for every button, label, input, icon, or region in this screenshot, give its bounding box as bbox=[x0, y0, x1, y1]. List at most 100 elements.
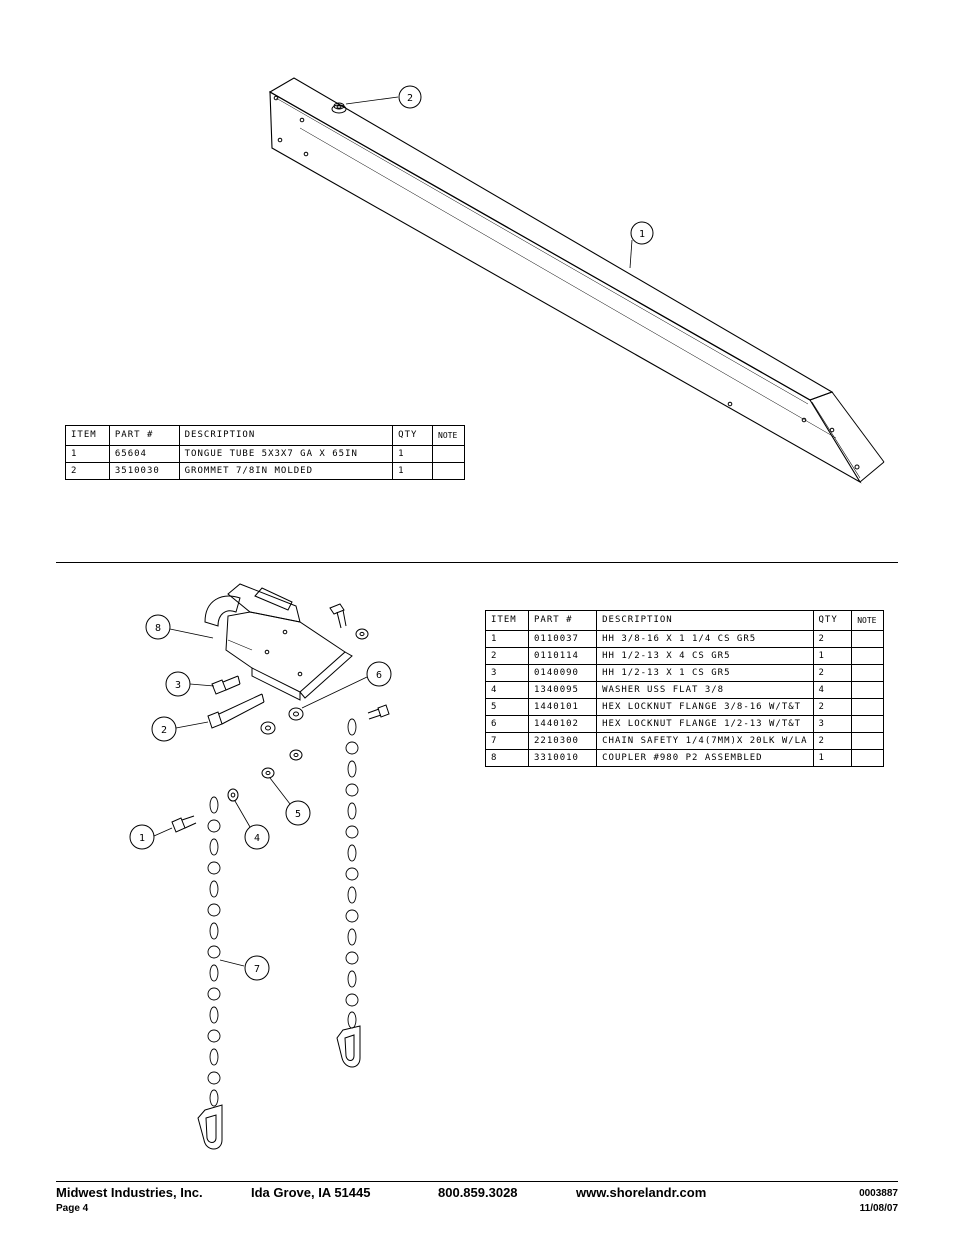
callout-number: 6 bbox=[376, 670, 382, 681]
col-header-part: PART # bbox=[528, 610, 598, 631]
cell-note bbox=[432, 445, 465, 463]
callout-circle bbox=[285, 800, 311, 826]
col-header-description: DESCRIPTION bbox=[178, 425, 394, 446]
footer-company: Midwest Industries, Inc. bbox=[56, 1185, 203, 1200]
cell-qty: 4 bbox=[812, 681, 853, 699]
callout-number: 2 bbox=[161, 725, 167, 736]
cell-note bbox=[851, 681, 884, 699]
cell-description: HH 3/8-16 X 1 1/4 CS GR5 bbox=[596, 630, 814, 648]
cell-part: 0110114 bbox=[528, 647, 598, 665]
bom-header-row: ITEM PART # DESCRIPTION QTY NOTE bbox=[484, 610, 884, 631]
cell-description: TONGUE TUBE 5X3X7 GA X 65IN bbox=[178, 445, 394, 463]
callout-circle bbox=[165, 671, 191, 697]
callout-circle bbox=[244, 955, 270, 981]
bom-header-row: ITEM PART # DESCRIPTION QTY NOTE bbox=[65, 425, 465, 446]
table-row: 6 1440102 HEX LOCKNUT FLANGE 1/2-13 W/T&… bbox=[484, 715, 884, 733]
col-header-qty: QTY bbox=[392, 425, 433, 446]
cell-qty: 2 bbox=[812, 630, 853, 648]
section-divider bbox=[56, 562, 898, 563]
cell-item: 5 bbox=[484, 698, 530, 716]
table-row: 1 0110037 HH 3/8-16 X 1 1/4 CS GR5 2 bbox=[484, 630, 884, 648]
callout-number: 1 bbox=[139, 833, 145, 844]
col-header-note: NOTE bbox=[851, 610, 884, 631]
cell-part: 1440102 bbox=[528, 715, 598, 733]
cell-description: HH 1/2-13 X 1 CS GR5 bbox=[596, 664, 814, 682]
cell-note bbox=[432, 462, 465, 480]
table-row: 3 0140090 HH 1/2-13 X 1 CS GR5 2 bbox=[484, 664, 884, 682]
cell-description: GROMMET 7/8IN MOLDED bbox=[178, 462, 394, 480]
cell-item: 8 bbox=[484, 749, 530, 767]
cell-note bbox=[851, 698, 884, 716]
cell-part: 1440101 bbox=[528, 698, 598, 716]
cell-qty: 1 bbox=[392, 462, 433, 480]
col-header-item: ITEM bbox=[484, 610, 530, 631]
callout-number: 7 bbox=[254, 964, 260, 975]
cell-note bbox=[851, 749, 884, 767]
callout-circle bbox=[630, 221, 654, 245]
col-header-description: DESCRIPTION bbox=[596, 610, 814, 631]
callout-number: 1 bbox=[639, 229, 645, 240]
table-row: 4 1340095 WASHER USS FLAT 3/8 4 bbox=[484, 681, 884, 699]
col-header-note: NOTE bbox=[432, 425, 465, 446]
cell-item: 3 bbox=[484, 664, 530, 682]
cell-item: 1 bbox=[65, 445, 110, 463]
cell-note bbox=[851, 630, 884, 648]
cell-part: 3510030 bbox=[108, 462, 180, 480]
cell-item: 2 bbox=[65, 462, 110, 480]
cell-description: HEX LOCKNUT FLANGE 3/8-16 W/T&T bbox=[596, 698, 814, 716]
bom-table-coupler: ITEM PART # DESCRIPTION QTY NOTE 1 01100… bbox=[484, 610, 884, 767]
footer-doc-number: 0003887 bbox=[859, 1188, 898, 1199]
footer-website: www.shorelandr.com bbox=[576, 1185, 707, 1200]
footer-page-number: Page 4 bbox=[56, 1203, 89, 1214]
cell-note bbox=[851, 647, 884, 665]
cell-qty: 1 bbox=[812, 749, 853, 767]
cell-description: CHAIN SAFETY 1/4(7MM)X 20LK W/LA bbox=[596, 732, 814, 750]
table-row: 2 3510030 GROMMET 7/8IN MOLDED 1 bbox=[65, 462, 465, 480]
cell-note bbox=[851, 715, 884, 733]
callout-circle bbox=[151, 716, 177, 742]
cell-qty: 2 bbox=[812, 698, 853, 716]
callouts-bottom: 8 3 2 6 5 4 1 7 bbox=[129, 614, 392, 981]
tongue-tube-drawing bbox=[268, 77, 885, 484]
callout-leader-lines bbox=[153, 96, 633, 967]
table-row: 8 3310010 COUPLER #980 P2 ASSEMBLED 1 bbox=[484, 749, 884, 767]
footer-rule bbox=[56, 1181, 898, 1182]
cell-qty: 1 bbox=[812, 647, 853, 665]
cell-part: 65604 bbox=[108, 445, 180, 463]
callout-number: 4 bbox=[254, 833, 260, 844]
table-row: 5 1440101 HEX LOCKNUT FLANGE 3/8-16 W/T&… bbox=[484, 698, 884, 716]
callout-circle bbox=[366, 661, 392, 687]
table-row: 1 65604 TONGUE TUBE 5X3X7 GA X 65IN 1 bbox=[65, 445, 465, 463]
callout-number: 8 bbox=[155, 623, 161, 634]
cell-note bbox=[851, 664, 884, 682]
cell-note bbox=[851, 732, 884, 750]
callout-number: 2 bbox=[407, 93, 413, 104]
table-row: 7 2210300 CHAIN SAFETY 1/4(7MM)X 20LK W/… bbox=[484, 732, 884, 750]
bom-table-tongue: ITEM PART # DESCRIPTION QTY NOTE 1 65604… bbox=[65, 425, 465, 480]
cell-description: COUPLER #980 P2 ASSEMBLED bbox=[596, 749, 814, 767]
callout-number: 5 bbox=[295, 809, 301, 820]
cell-description: WASHER USS FLAT 3/8 bbox=[596, 681, 814, 699]
cell-item: 4 bbox=[484, 681, 530, 699]
cell-qty: 1 bbox=[392, 445, 433, 463]
callouts-top: 2 1 bbox=[398, 85, 654, 245]
cell-part: 1340095 bbox=[528, 681, 598, 699]
cell-item: 2 bbox=[484, 647, 530, 665]
callout-circle bbox=[145, 614, 171, 640]
callout-number: 3 bbox=[175, 680, 181, 691]
table-row: 2 0110114 HH 1/2-13 X 4 CS GR5 1 bbox=[484, 647, 884, 665]
footer-phone: 800.859.3028 bbox=[438, 1185, 518, 1200]
cell-item: 1 bbox=[484, 630, 530, 648]
cell-part: 2210300 bbox=[528, 732, 598, 750]
cell-description: HH 1/2-13 X 4 CS GR5 bbox=[596, 647, 814, 665]
col-header-item: ITEM bbox=[65, 425, 110, 446]
callout-circle bbox=[244, 824, 270, 850]
col-header-part: PART # bbox=[108, 425, 180, 446]
cell-description: HEX LOCKNUT FLANGE 1/2-13 W/T&T bbox=[596, 715, 814, 733]
cell-qty: 2 bbox=[812, 732, 853, 750]
footer-date: 11/08/07 bbox=[859, 1203, 898, 1214]
callout-circle bbox=[129, 824, 155, 850]
cell-qty: 3 bbox=[812, 715, 853, 733]
coupler-drawing bbox=[171, 583, 390, 1150]
